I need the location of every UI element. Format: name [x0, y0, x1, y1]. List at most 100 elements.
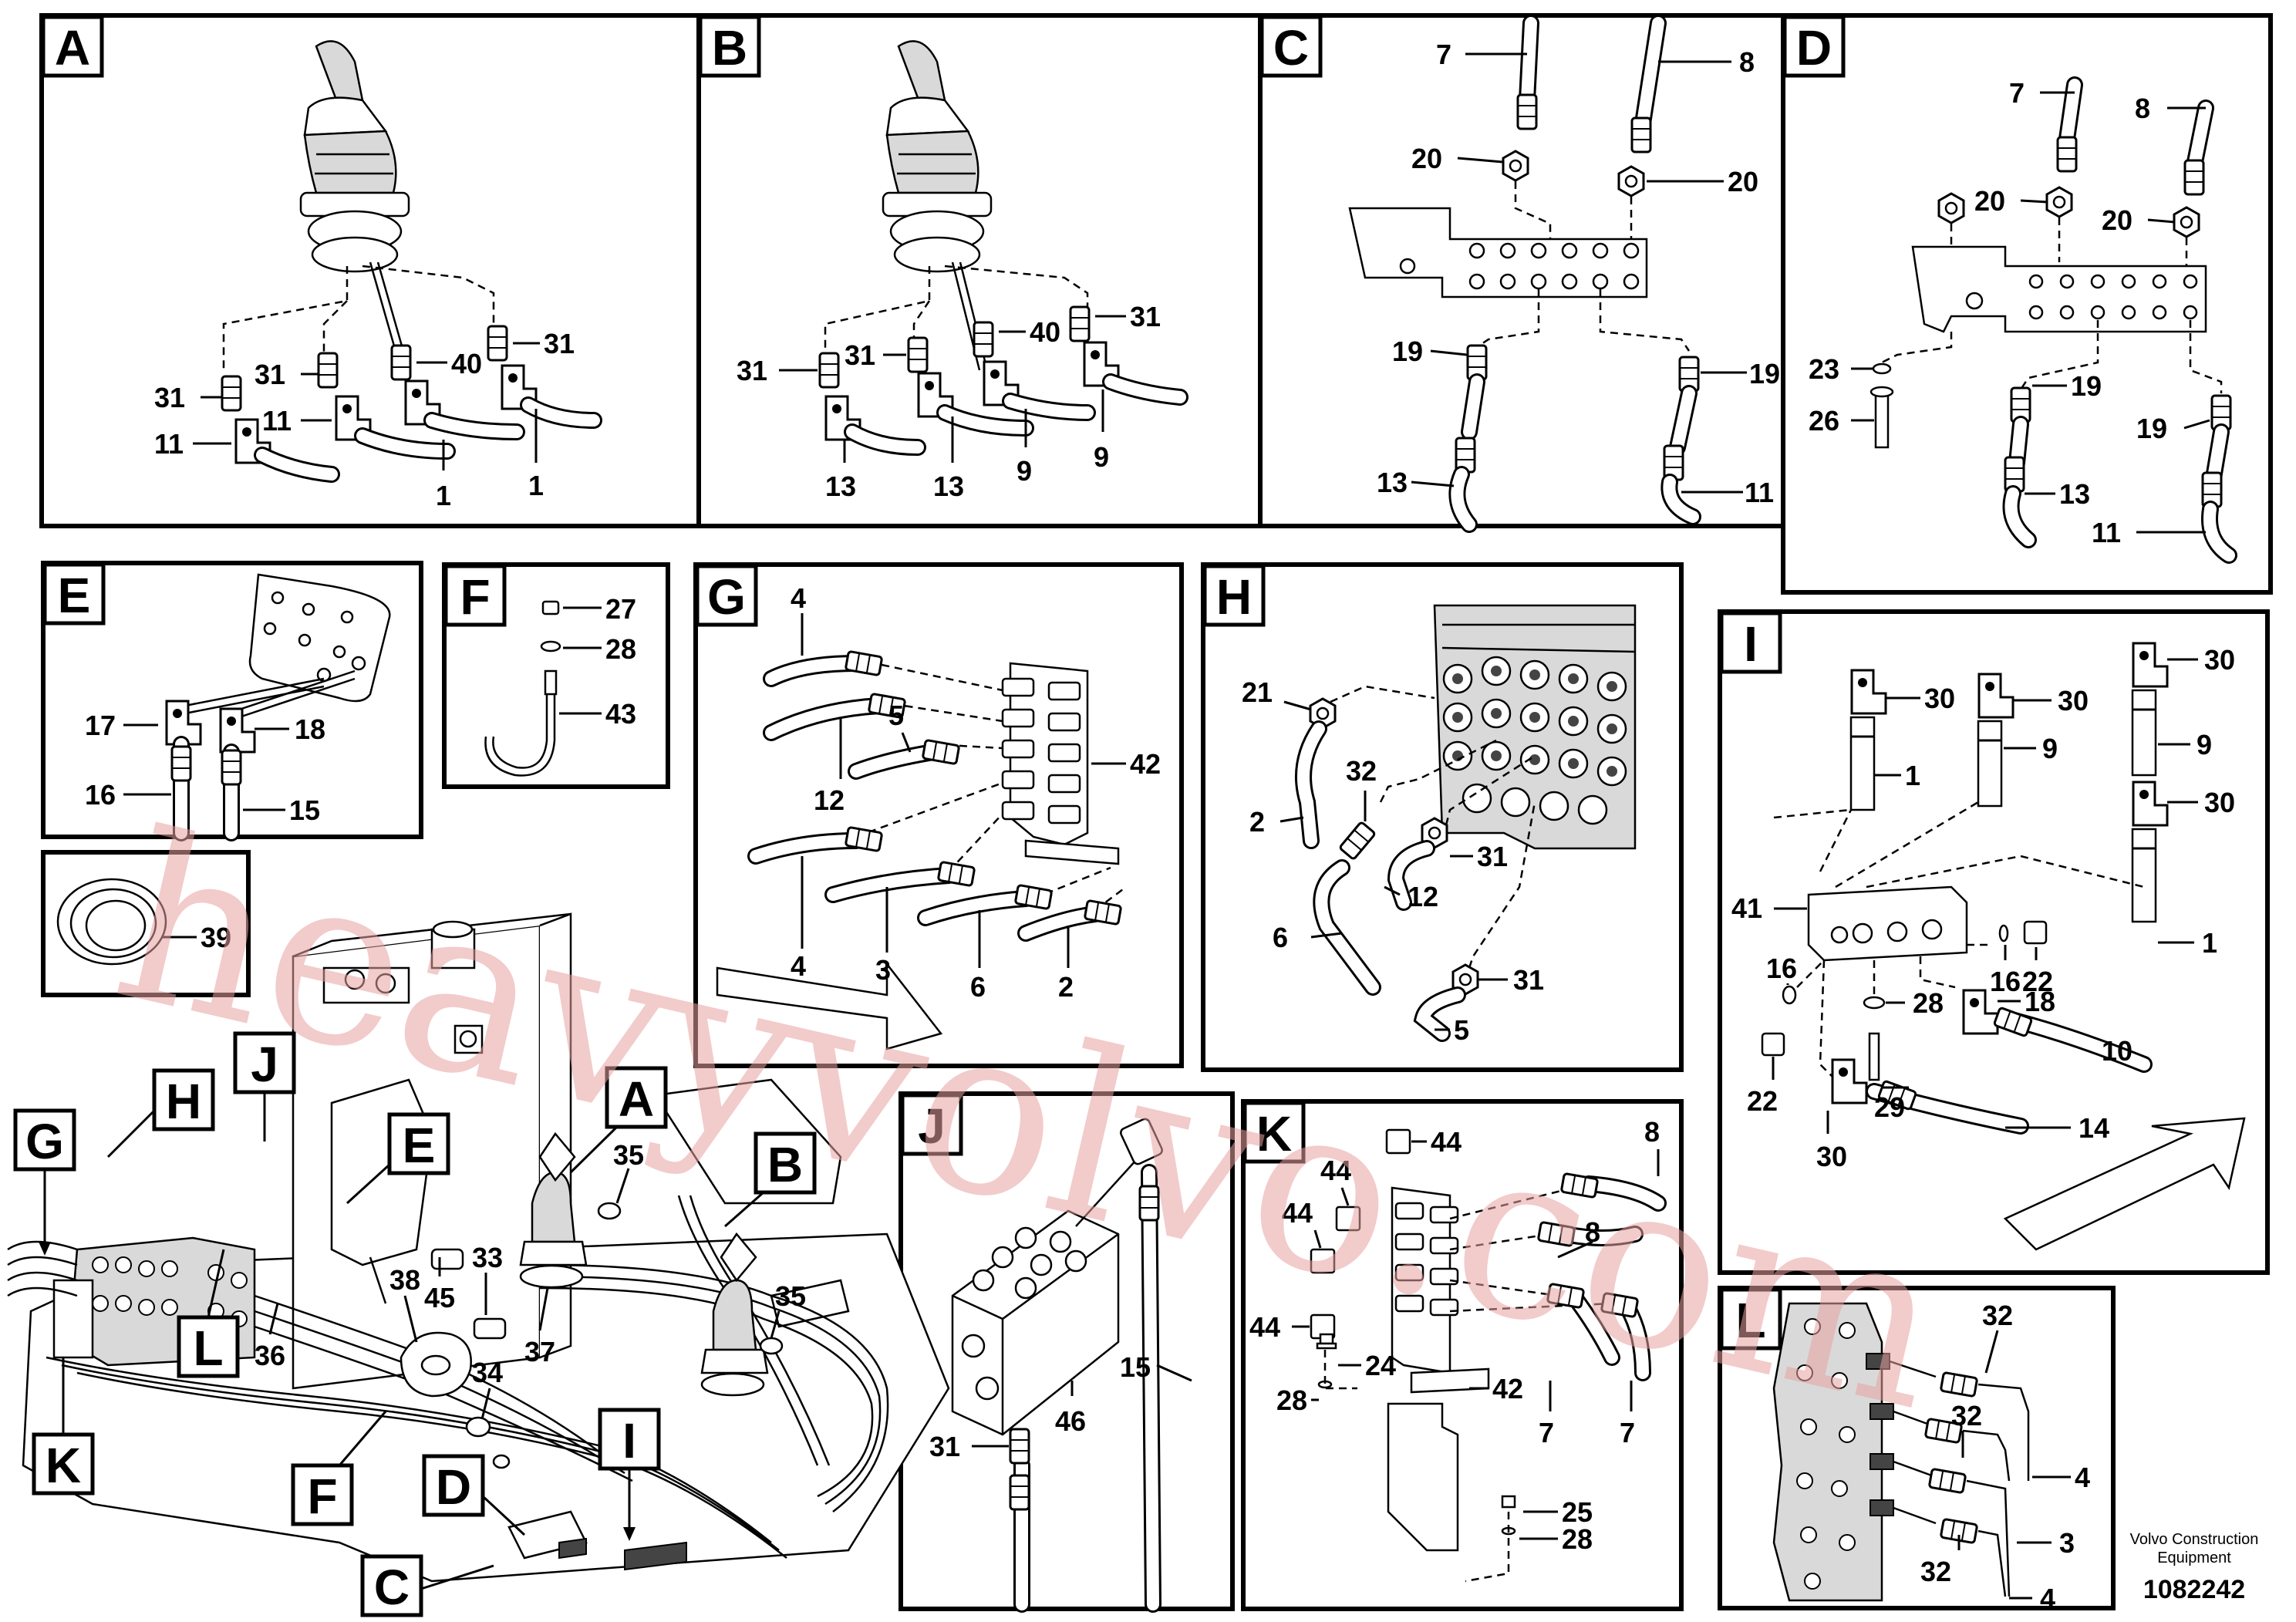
callout: 33 [472, 1242, 503, 1273]
callout: 42 [1492, 1373, 1523, 1404]
panel-l: L 32 32 32 4 3 4 [1718, 1286, 2116, 1614]
marker-letter: H [166, 1074, 201, 1129]
callout: 11 [1745, 477, 1774, 508]
panel-letter: F [460, 569, 490, 625]
callout: 1 [2202, 927, 2217, 959]
callout: 23 [1809, 353, 1839, 385]
callout: 32 [1951, 1400, 1982, 1431]
callout: 28 [1276, 1384, 1307, 1416]
callout: 30 [2058, 685, 2089, 717]
panel-letter: C [1273, 20, 1309, 76]
callout: 32 [1920, 1556, 1951, 1587]
callout: 20 [1411, 143, 1442, 174]
panel-letter: A [55, 20, 90, 76]
callout: 5 [1454, 1014, 1469, 1046]
panel-letter: I [1744, 616, 1758, 672]
callout: 35 [775, 1280, 806, 1312]
callout: 31 [255, 359, 285, 390]
marker-letter: C [374, 1560, 410, 1615]
callout: 13 [1377, 467, 1408, 498]
callout: 19 [2071, 370, 2102, 402]
callout: 39 [201, 922, 231, 953]
callout: 19 [1392, 336, 1423, 367]
callout: 13 [825, 470, 856, 502]
callout: 41 [1731, 892, 1762, 924]
callout: 9 [1017, 455, 1032, 487]
callout: 31 [1513, 964, 1544, 996]
panel-h: H 21 32 2 [1201, 562, 1684, 1072]
callout: 30 [1816, 1141, 1847, 1172]
panel-letter: K [1256, 1106, 1292, 1162]
callout: 18 [2025, 986, 2055, 1017]
joystick-b [882, 40, 993, 371]
callout: 30 [2204, 644, 2235, 676]
callout: 20 [1728, 166, 1758, 197]
callout: 31 [544, 328, 575, 359]
callout: 1 [1905, 760, 1920, 791]
credit-line-2: Equipment [2157, 1549, 2231, 1566]
callout: 28 [1562, 1523, 1593, 1555]
callout: 11 [154, 428, 184, 460]
callout: 26 [1809, 405, 1839, 437]
callout: 4 [791, 950, 806, 982]
callout: 16 [1990, 966, 2021, 997]
callout: 12 [1408, 881, 1438, 912]
callout: 40 [1030, 316, 1060, 348]
panel-letter: H [1216, 569, 1252, 625]
panel-letter: L [1735, 1293, 1765, 1348]
callout: 19 [2136, 413, 2167, 444]
panel-letter: E [58, 568, 91, 623]
callout: 38 [389, 1264, 420, 1296]
panel-letter: G [707, 569, 746, 625]
callout: 13 [2059, 478, 2090, 510]
callout: 22 [2022, 966, 2053, 997]
callout: 8 [1585, 1216, 1600, 1248]
callout: 1 [436, 480, 451, 511]
marker-letter: D [436, 1459, 471, 1515]
callout: 45 [424, 1282, 455, 1313]
grommet-inset: 39 [41, 850, 251, 997]
callout: 5 [888, 700, 904, 731]
panel-a: A 31 40 31 31 11 [39, 13, 701, 528]
callout: 2 [1249, 806, 1265, 838]
joystick-left-overview [519, 1131, 588, 1289]
callout: 28 [1913, 987, 1944, 1019]
callout: 19 [1749, 358, 1780, 389]
callout: 37 [524, 1336, 555, 1367]
marker-letter: K [46, 1438, 81, 1493]
callout: 8 [2135, 93, 2150, 124]
callout: 27 [605, 593, 636, 625]
callout: 28 [605, 633, 636, 665]
callout: 31 [1477, 841, 1508, 872]
callout: 4 [791, 582, 806, 614]
overview-callouts: 35 35 38 45 33 36 37 34 [255, 1139, 806, 1420]
panel-letter: J [918, 1098, 946, 1154]
callout: 12 [814, 784, 845, 816]
marker-letter: E [403, 1118, 436, 1173]
callout: 3 [2059, 1527, 2075, 1559]
panel-c: C 7 8 20 20 19 19 [1258, 13, 1785, 533]
callout: 6 [970, 971, 986, 1003]
callout: 31 [845, 339, 875, 371]
callout: 17 [85, 710, 116, 741]
callout: 32 [1982, 1300, 2013, 1331]
callout: 11 [2092, 517, 2121, 548]
callout: 13 [933, 470, 964, 502]
callout: 20 [1974, 185, 2005, 217]
panel-b: B 31 40 31 31 13 [696, 13, 1263, 528]
callout: 9 [1094, 441, 1109, 473]
panel-k: K 44 44 44 44 [1241, 1099, 1684, 1611]
panel-f: F 27 28 43 [442, 562, 670, 789]
callout: 8 [1644, 1116, 1660, 1148]
callout: 34 [472, 1357, 503, 1388]
callout: 24 [1365, 1350, 1396, 1381]
callout: 44 [1320, 1155, 1351, 1186]
document-number: 1082242 [2143, 1575, 2245, 1604]
callout: 4 [2075, 1462, 2090, 1493]
callout: 35 [613, 1139, 644, 1171]
callout: 1 [528, 470, 544, 501]
callout: 18 [295, 713, 325, 745]
callout: 30 [1924, 683, 1955, 714]
marker-letter: L [193, 1320, 223, 1376]
